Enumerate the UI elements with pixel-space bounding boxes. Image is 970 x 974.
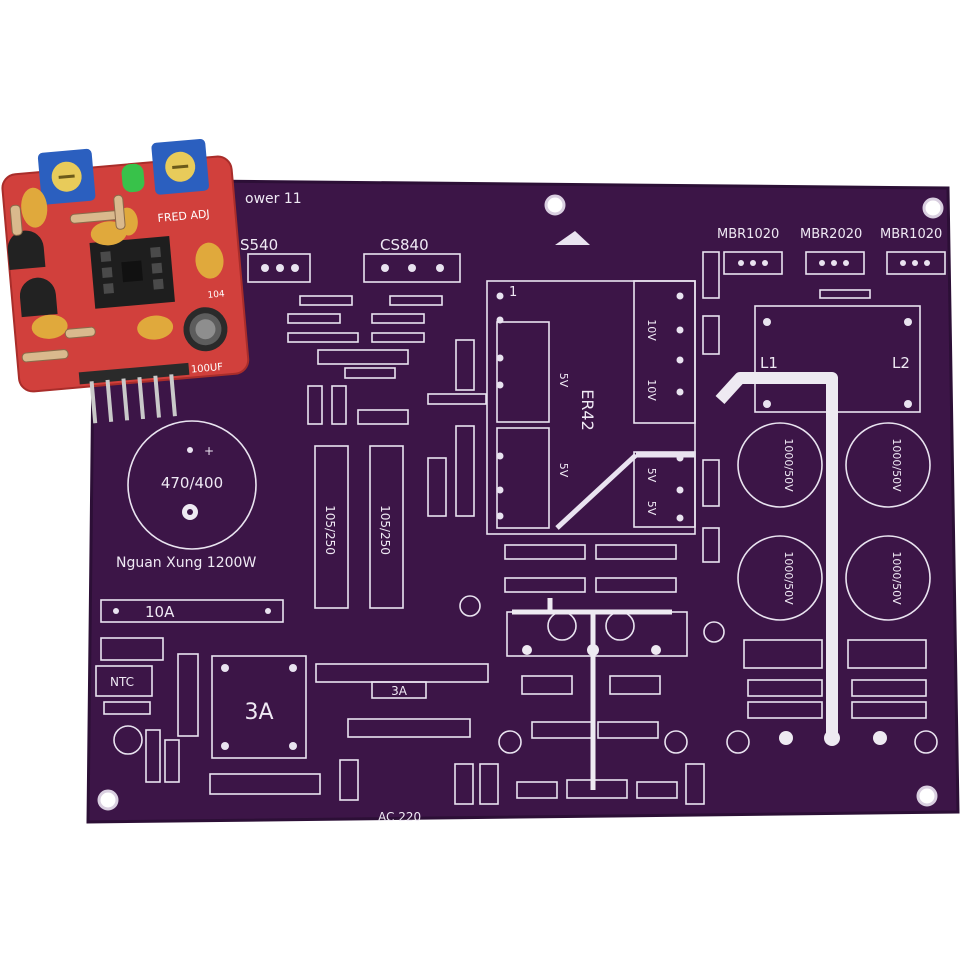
fuse-3a-box: 3A: [211, 655, 307, 759]
fuse-main-label: 10A: [145, 603, 175, 621]
header-pins: [78, 362, 190, 385]
to220-footprints: [247, 251, 946, 283]
diode-label-mbr1020-b: MBR1020: [880, 227, 942, 242]
daughter-ic-pin-label: 104: [207, 289, 225, 300]
mount-hole-bottom-left: [97, 789, 119, 811]
transformer-er42: ER42 1 10V 10V 5V 5V 5V 5V: [486, 280, 696, 535]
triangle-marker-icon: [555, 231, 590, 245]
ac-input-label: AC 220: [378, 810, 421, 824]
mount-hole-top-right: [922, 197, 944, 219]
mount-hole-top-center: [544, 194, 566, 216]
output-cap-label-3: 1000/50V: [782, 551, 795, 605]
fuse-3a-inline: 3A: [315, 663, 489, 738]
ntc-label: NTC: [110, 675, 134, 689]
diode-label-mbr1020-a: MBR1020: [717, 227, 779, 242]
mount-hole-bottom-right: [916, 785, 938, 807]
svg-text:+: +: [204, 444, 214, 458]
output-cap-label-1: 1000/50V: [782, 438, 795, 492]
diode-label-s540: S540: [240, 236, 278, 254]
transistor-2: [19, 277, 58, 318]
film-caps: 105/250 105/250: [314, 445, 404, 609]
center-trace: [512, 598, 672, 790]
fuse-10a: 10A: [100, 599, 284, 623]
diode-label-mbr2020: MBR2020: [800, 227, 862, 242]
daughter-cap-label: 100UF: [190, 362, 223, 376]
winding-label-5v-b: 5V: [645, 501, 658, 516]
inductor-label-l1: L1: [760, 354, 778, 372]
output-capacitors: 1000/50V 1000/50V 1000/50V 1000/50V: [737, 422, 931, 621]
winding-label-5v-d: 5V: [557, 463, 570, 478]
inductor-label-l2: L2: [892, 354, 910, 372]
output-trace: [715, 372, 838, 735]
small-component-outlines: [287, 251, 871, 563]
led-green: [121, 163, 145, 193]
bulk-capacitor: + 470/400: [127, 420, 257, 550]
output-cap-label-2: 1000/50V: [890, 438, 903, 492]
bulk-cap-label: 470/400: [161, 474, 223, 492]
transformer-label: ER42: [578, 389, 597, 431]
winding-label-5v-c: 5V: [557, 373, 570, 388]
transistor-1: [7, 230, 46, 271]
inductor-area: L1 L2: [754, 305, 921, 413]
film-cap-label-1: 105/250: [323, 505, 337, 555]
daughter-board: FRED ADJ 100UF 104: [1, 138, 250, 424]
winding-label-5v-a: 5V: [645, 468, 658, 483]
lower-right-resistors: [703, 621, 938, 754]
winding-label-10v-b: 10V: [645, 379, 658, 401]
board-title-fragment: ower 11: [245, 191, 302, 207]
output-cap-label-4: 1000/50V: [890, 551, 903, 605]
winding-label-10v-a: 10V: [645, 319, 658, 341]
film-cap-label-2: 105/250: [378, 505, 392, 555]
daughter-label-adj: FRED ADJ: [157, 207, 210, 224]
winding-label-1: 1: [509, 285, 517, 300]
left-lower-components: NTC: [95, 637, 321, 795]
fuse-box-label: 3A: [244, 700, 273, 725]
board-name: Nguan Xung 1200W: [116, 555, 256, 571]
diode-label-cs840: CS840: [380, 236, 429, 254]
secondary-trace-diagonal: [555, 453, 638, 530]
fuse-small-label: 3A: [391, 684, 408, 698]
